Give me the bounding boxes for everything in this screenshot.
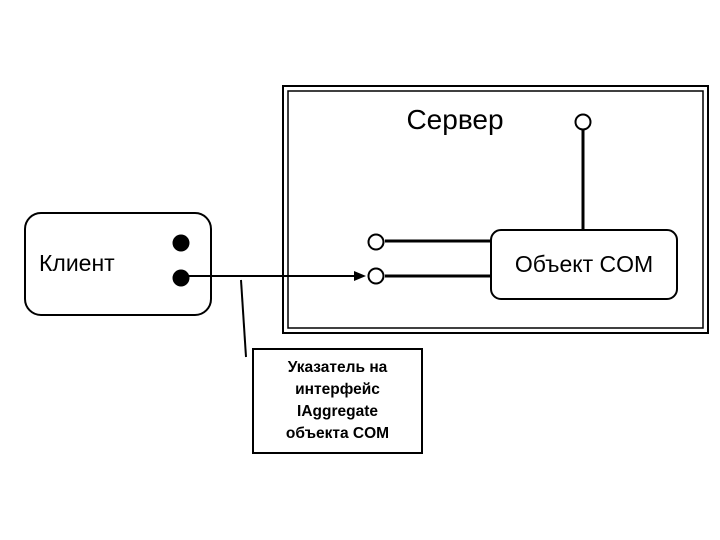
interface-lollipop-bottom-icon: [367, 267, 385, 285]
pointer-note-line: Указатель на: [287, 359, 388, 376]
client-box: [24, 212, 212, 316]
pointer-note-line: интерфейс: [295, 381, 380, 398]
pointer-arrowhead: [354, 271, 366, 281]
client-label: Клиент: [39, 250, 115, 276]
client-pointer-dot-top-icon: [172, 234, 190, 252]
note-leader-line: [240, 279, 247, 358]
server-title: Сервер: [406, 104, 504, 135]
com-object-label: Объект COM: [514, 251, 654, 277]
outer-interface-lollipop-icon: [574, 113, 592, 131]
pointer-note-line: объекта COM: [285, 425, 390, 442]
pointer-note-line: IAggregate: [297, 403, 378, 420]
pointer-note-box: Указатель на интерфейс IAggregate объект…: [252, 348, 423, 454]
server-frame-outer: [282, 85, 709, 334]
server-frame-inner: [287, 90, 704, 329]
client-pointer-dot-bottom-icon: [172, 269, 190, 287]
interface-lollipop-top-icon: [367, 233, 385, 251]
